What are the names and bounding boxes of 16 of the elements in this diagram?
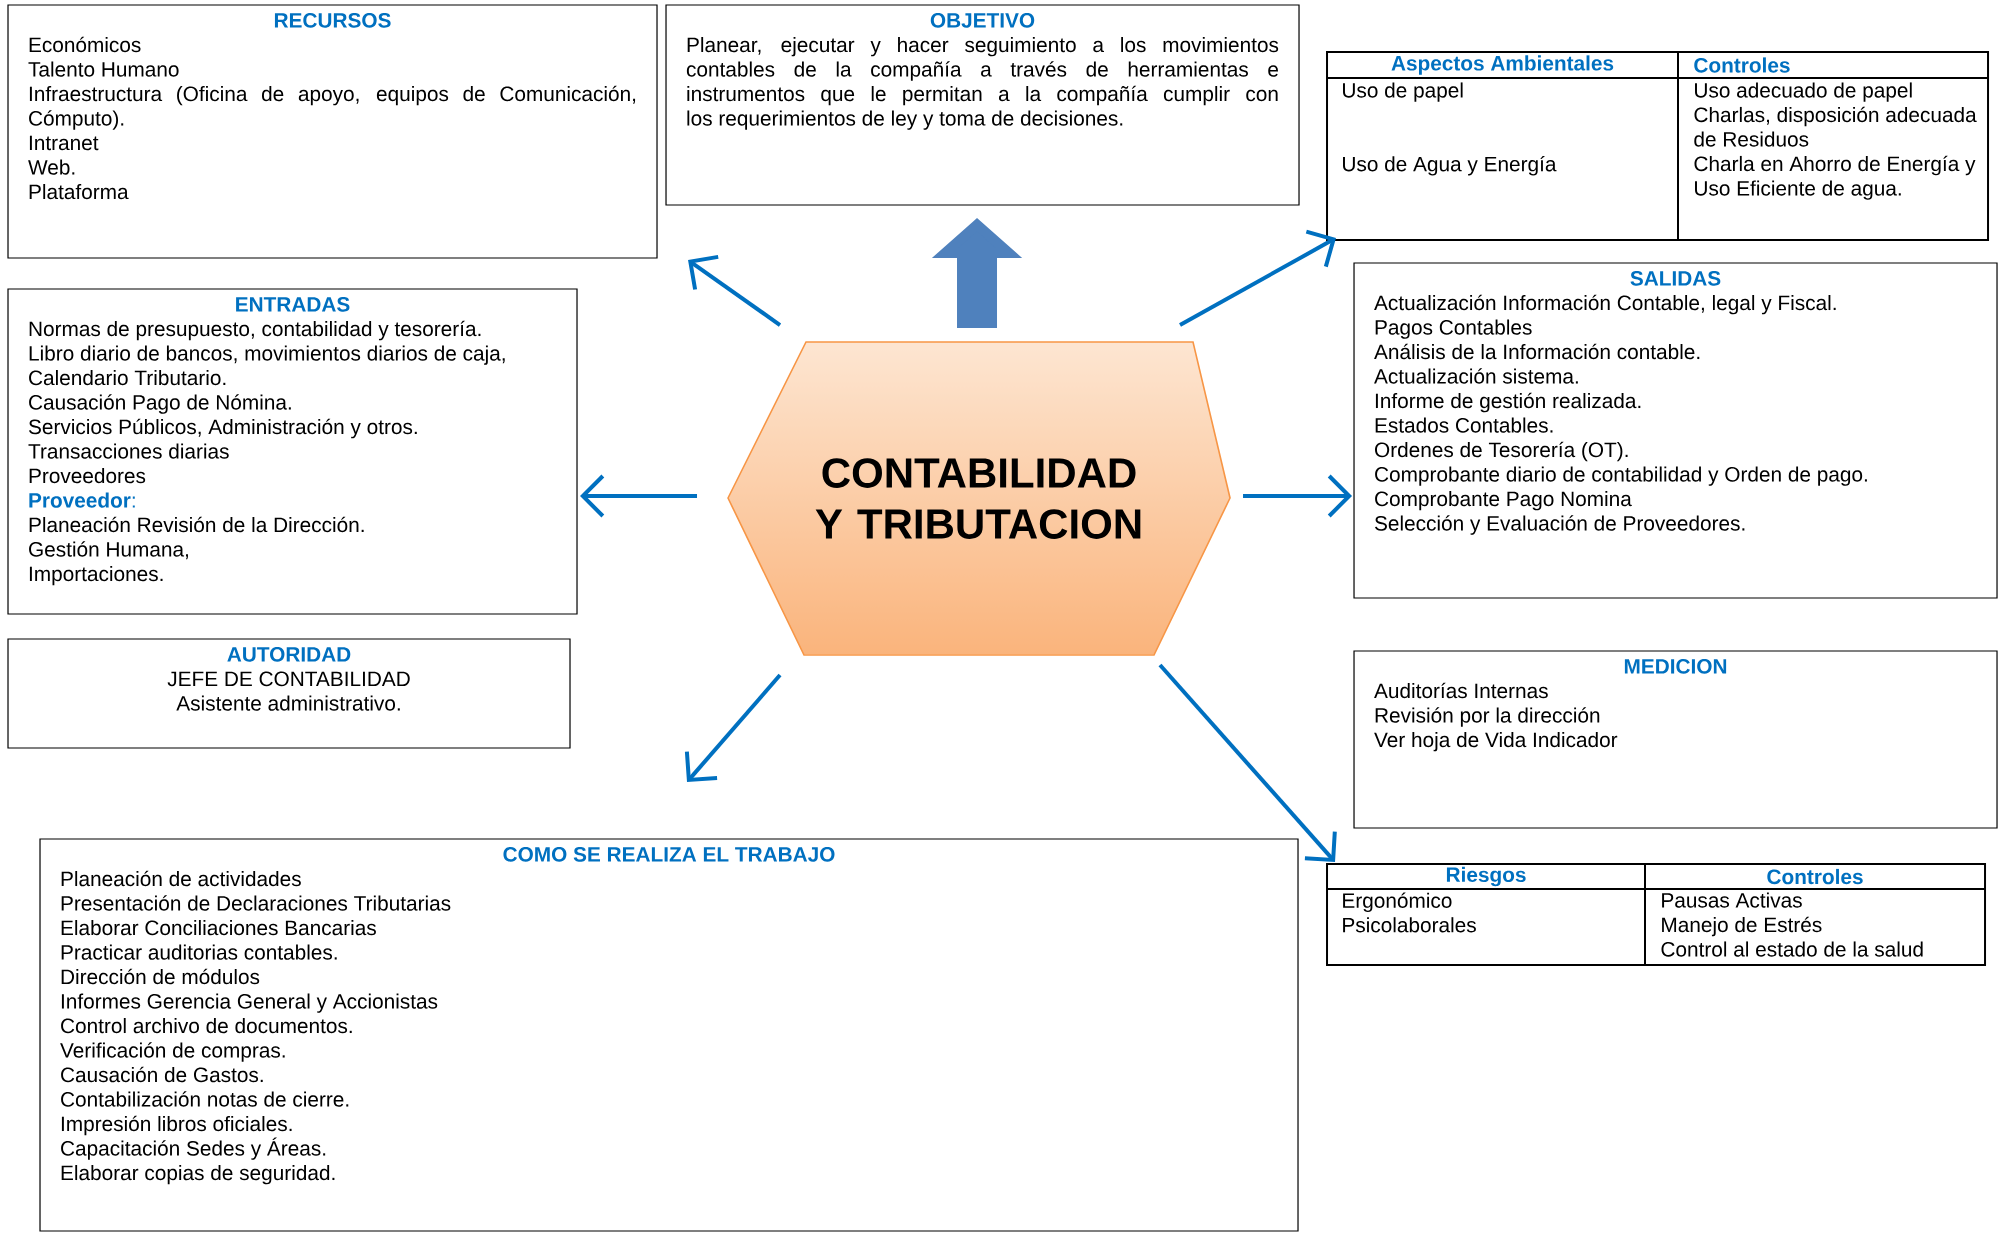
info-box: ENTRADAS Normas de presupuesto, contabilidad y tesorería. Libro diario de bancos, movimientos diarios de caja, Calendario Tributario. Causación Pago de Nómina. Servicios Públicos, Administración y otros. Transacciones diarias Proveedores Proveedor: Planeación Revisión de la Dirección. Gestión Humana, Importaciones. — [7, 288, 578, 615]
info-box: RECURSOS Económicos Talento Humano Infraestructura (Oficina de apoyo, equipos de Comunicación, Cómputo). Intranet Web. Plataforma — [7, 4, 658, 259]
table: Riesgos Controles Ergonómico Psicolaborales Pausas Activas Manejo de Estrés Control al estado de la salud — [1326, 863, 1986, 966]
hexagon: CONTABILIDAD Y TRIBUTACION — [727, 341, 1231, 656]
table: Aspectos Ambientales Controles Uso de papel Uso de Agua y Energía Uso adecuado de papel Charlas, disposición adecuada de Residuos Charla en Ahorro de Energía y Uso Eficiente de agua. — [1326, 51, 1990, 241]
arrow — [1179, 229, 1337, 327]
info-box: COMO SE REALIZA EL TRABAJO Planeación de actividades Presentación de Declaraciones Tributarias Elaborar Conciliaciones Bancarias Practicar auditorias contables. Dirección de módulos Informes Gerencia General y Accionistas Control archivo de documentos. Verificación de compras. Causación de Gastos. Contabilización notas de cierre. Impresión libros oficiales. Capacitación Sedes y Áreas. Elaborar copias de seguridad. — [39, 838, 1299, 1232]
info-box: SALIDAS Actualización Información Contable, legal y Fiscal. Pagos Contables Análisis de la Información contable. Actualización sistema. Informe de gestión realizada. Estados Contables. Ordenes de Tesorería (OT). Comprobante diario de contabilidad y Orden de pago. Comprobante Pago Nomina Selección y Evaluación de Proveedores. — [1353, 262, 1998, 599]
arrow — [688, 254, 782, 327]
arrow — [1158, 663, 1337, 862]
arrow — [580, 474, 697, 518]
info-box: OBJETIVO Planear, ejecutar y hacer seguimiento a los movimientos contables de la compañía a través de herramientas e instrumentos que le permitan a la compañía cumplir con los requerimientos de ley y toma de decisiones. — [665, 4, 1300, 206]
info-box: MEDICION Auditorías Internas Revisión por la dirección Ver hoja de Vida Indicador — [1353, 650, 1998, 829]
info-box: AUTORIDAD JEFE DE CONTABILIDAD Asistente administrativo. — [7, 638, 571, 749]
arrow — [684, 673, 782, 782]
arrow — [1243, 474, 1352, 518]
